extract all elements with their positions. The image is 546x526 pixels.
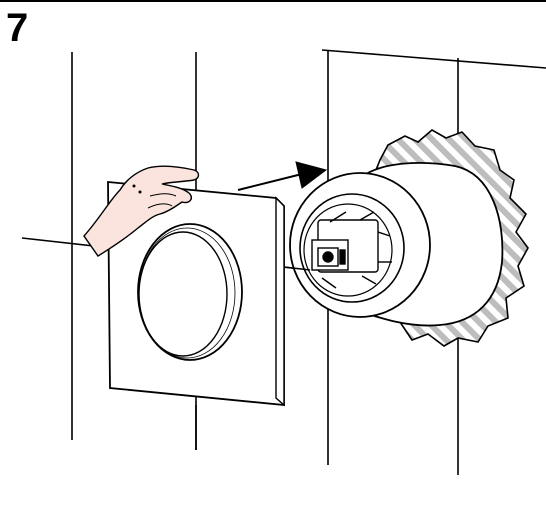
top-rule: [0, 0, 546, 2]
step-number: 7: [6, 6, 29, 50]
arrow-right-icon: [237, 161, 328, 191]
hand-icon: [83, 165, 200, 257]
cover-plate: [107, 181, 285, 407]
plate-opening: [137, 223, 243, 361]
socket-insert: [311, 211, 392, 289]
